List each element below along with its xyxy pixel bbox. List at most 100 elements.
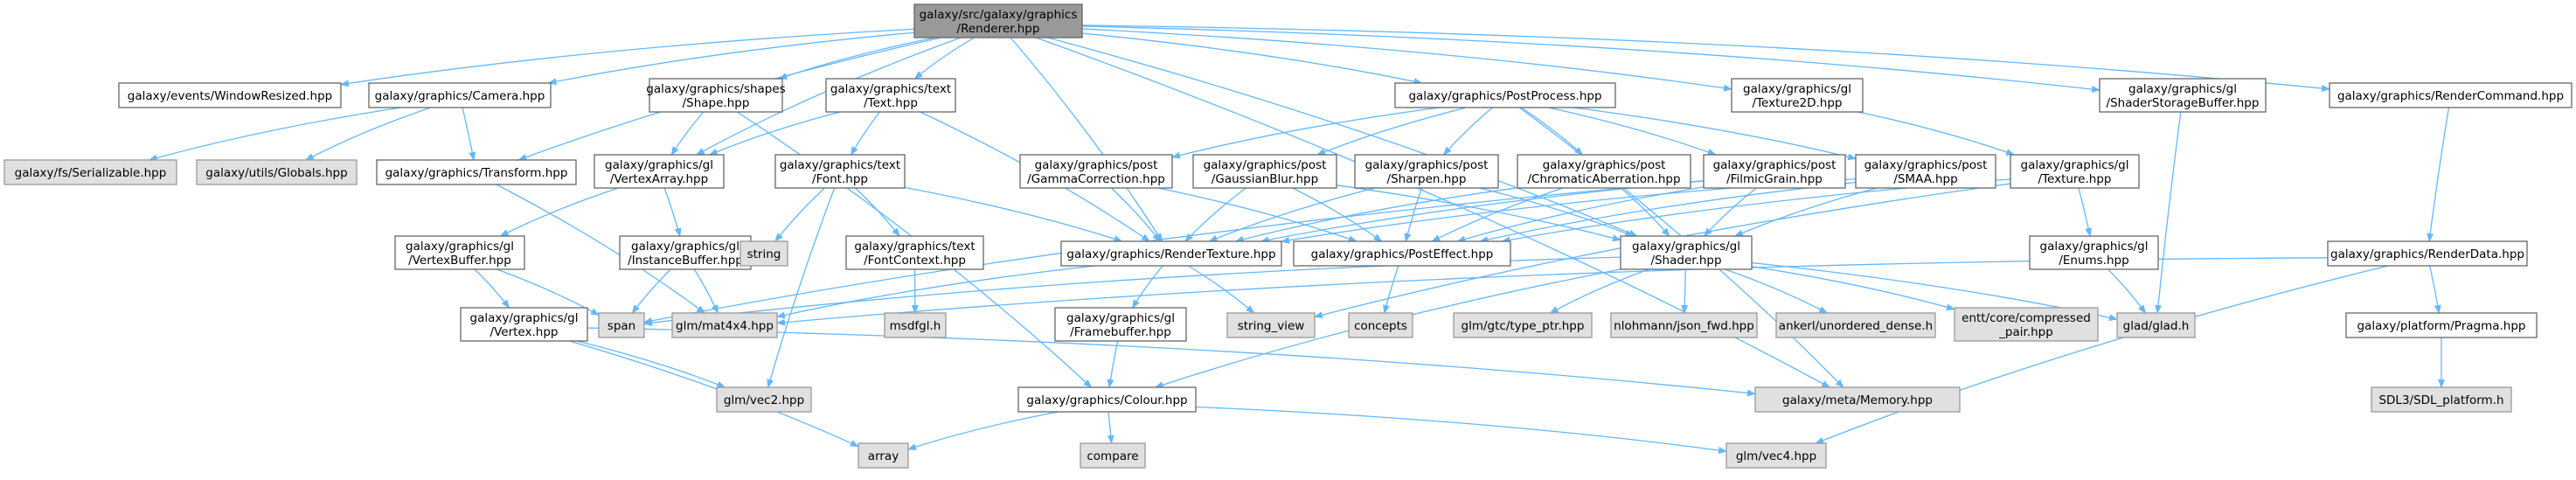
node-box bbox=[1019, 154, 1173, 189]
node-label: nlohmann/json_fwd.hpp bbox=[1614, 319, 1754, 333]
edge-chromatic-to-shader bbox=[1620, 187, 1670, 237]
node-shape[interactable]: galaxy/graphics/shapes/Shape.hpp bbox=[646, 78, 786, 113]
node-texture2d[interactable]: galaxy/graphics/gl/Texture2D.hpp bbox=[1731, 78, 1864, 113]
node-box bbox=[1775, 312, 1936, 338]
node-concepts[interactable]: concepts bbox=[1348, 312, 1413, 338]
node-span[interactable]: span bbox=[598, 312, 645, 338]
node-mat4x4[interactable]: glm/mat4x4.hpp bbox=[671, 312, 778, 338]
node-box bbox=[2029, 235, 2159, 270]
node-label: entt/core/compressed bbox=[1962, 311, 2091, 325]
node-renderer[interactable]: galaxy/src/galaxy/graphics/Renderer.hpp bbox=[913, 3, 1083, 38]
edge-text-to-font bbox=[851, 111, 880, 156]
node-renderdata[interactable]: galaxy/graphics/RenderData.hpp bbox=[2327, 240, 2528, 267]
node-label: galaxy/graphics/gl bbox=[631, 240, 739, 254]
node-vertex[interactable]: galaxy/graphics/gl/Vertex.hpp bbox=[460, 307, 588, 342]
node-box bbox=[376, 159, 577, 185]
edge-renderer-to-postprocess bbox=[1081, 32, 1423, 86]
node-box bbox=[671, 312, 778, 338]
node-label: /Texture.hpp bbox=[2038, 172, 2112, 186]
node-texture[interactable]: galaxy/graphics/gl/Texture.hpp bbox=[2010, 154, 2140, 189]
node-label: galaxy/graphics/gl bbox=[406, 240, 514, 254]
node-rendercommand[interactable]: galaxy/graphics/RenderCommand.hpp bbox=[2329, 82, 2573, 108]
node-label: glad/glad.h bbox=[2123, 319, 2190, 333]
node-box bbox=[774, 154, 906, 189]
edge-gaussianblur-to-shader bbox=[1336, 184, 1621, 242]
edge-rendercommand-to-renderdata bbox=[2427, 107, 2450, 242]
node-box bbox=[2327, 240, 2528, 267]
node-string[interactable]: string bbox=[739, 240, 788, 267]
node-label: galaxy/graphics/shapes bbox=[646, 82, 785, 96]
node-vec4[interactable]: glm/vec4.hpp bbox=[1725, 442, 1827, 469]
node-label: galaxy/graphics/post bbox=[1713, 158, 1837, 172]
node-sdlplatform[interactable]: SDL3/SDL_platform.h bbox=[2371, 386, 2512, 413]
node-box bbox=[196, 159, 358, 185]
edge-posteffect-to-concepts bbox=[1383, 265, 1399, 314]
node-smaa[interactable]: galaxy/graphics/post/SMAA.hpp bbox=[1855, 154, 1996, 189]
edge-framebuffer-to-colour bbox=[1107, 340, 1119, 388]
edge-renderer-to-rendercommand bbox=[1081, 24, 2330, 93]
node-memory[interactable]: galaxy/meta/Memory.hpp bbox=[1754, 386, 1961, 413]
node-sharpen[interactable]: galaxy/graphics/post/Sharpen.hpp bbox=[1354, 154, 1499, 189]
node-box bbox=[619, 235, 752, 270]
node-compare[interactable]: compare bbox=[1080, 442, 1146, 469]
node-box bbox=[368, 82, 552, 108]
node-label: galaxy/graphics/gl bbox=[470, 311, 579, 325]
node-array[interactable]: array bbox=[858, 442, 909, 469]
node-filmicgrain[interactable]: galaxy/graphics/post/FilmicGrain.hpp bbox=[1703, 154, 1846, 189]
node-posteffect[interactable]: galaxy/graphics/PostEffect.hpp bbox=[1293, 240, 1511, 267]
node-instancebuffer[interactable]: galaxy/graphics/gl/InstanceBuffer.hpp bbox=[619, 235, 752, 270]
node-fontcontext[interactable]: galaxy/graphics/text/FontContext.hpp bbox=[845, 235, 984, 270]
node-gaussianblur[interactable]: galaxy/graphics/post/GaussianBlur.hpp bbox=[1192, 154, 1337, 189]
node-serializable[interactable]: galaxy/fs/Serializable.hpp bbox=[3, 159, 177, 185]
node-label: galaxy/graphics/gl bbox=[1743, 82, 1851, 96]
node-shader[interactable]: galaxy/graphics/gl/Shader.hpp bbox=[1620, 235, 1753, 270]
node-windowresized[interactable]: galaxy/events/WindowResized.hpp bbox=[118, 82, 342, 108]
node-label: galaxy/graphics/Colour.hpp bbox=[1026, 393, 1187, 407]
node-label: compare bbox=[1087, 449, 1138, 463]
node-gammacorrection[interactable]: galaxy/graphics/post/GammaCorrection.hpp bbox=[1019, 154, 1173, 189]
node-vertexbuffer[interactable]: galaxy/graphics/gl/VertexBuffer.hpp bbox=[394, 235, 525, 270]
edge-postprocess-to-filmicgrain bbox=[1548, 107, 1717, 156]
node-jsonfwd[interactable]: nlohmann/json_fwd.hpp bbox=[1610, 312, 1758, 338]
node-label: /Shader.hpp bbox=[1650, 254, 1721, 268]
node-msdfgl[interactable]: msdfgl.h bbox=[884, 312, 947, 338]
node-label: glm/gtc/type_ptr.hpp bbox=[1462, 319, 1585, 333]
node-pragma[interactable]: galaxy/platform/Pragma.hpp bbox=[2345, 312, 2538, 338]
node-text[interactable]: galaxy/graphics/text/Text.hpp bbox=[825, 78, 956, 113]
node-colour[interactable]: galaxy/graphics/Colour.hpp bbox=[1017, 386, 1197, 413]
node-box bbox=[1453, 312, 1593, 338]
node-vec2[interactable]: glm/vec2.hpp bbox=[716, 386, 812, 413]
node-globals[interactable]: galaxy/utils/Globals.hpp bbox=[196, 159, 358, 185]
edge-renderer-to-vertexarray bbox=[695, 37, 962, 156]
node-label: galaxy/graphics/gl bbox=[2128, 82, 2237, 96]
node-glad[interactable]: glad/glad.h bbox=[2116, 312, 2196, 338]
node-stringview[interactable]: string_view bbox=[1226, 312, 1316, 338]
node-enums[interactable]: galaxy/graphics/gl/Enums.hpp bbox=[2029, 235, 2159, 270]
node-postprocess[interactable]: galaxy/graphics/PostProcess.hpp bbox=[1394, 82, 1616, 108]
node-box bbox=[1060, 240, 1282, 267]
edge-texture2d-to-texture bbox=[1857, 111, 2016, 156]
node-chromatic[interactable]: galaxy/graphics/post/ChromaticAberration… bbox=[1517, 154, 1691, 189]
node-box bbox=[1394, 82, 1616, 108]
node-camera[interactable]: galaxy/graphics/Camera.hpp bbox=[368, 82, 552, 108]
node-unordereddense[interactable]: ankerl/unordered_dense.h bbox=[1775, 312, 1936, 338]
node-label: /Shape.hpp bbox=[683, 96, 750, 110]
node-vertexarray[interactable]: galaxy/graphics/gl/VertexArray.hpp bbox=[594, 154, 725, 189]
node-label: /VertexArray.hpp bbox=[610, 172, 708, 186]
edge-camera-to-globals bbox=[304, 107, 431, 161]
edge-rendertexture-to-framebuffer bbox=[1132, 265, 1163, 309]
node-font[interactable]: galaxy/graphics/text/Font.hpp bbox=[774, 154, 906, 189]
node-transform[interactable]: galaxy/graphics/Transform.hpp bbox=[376, 159, 577, 185]
node-rendertexture[interactable]: galaxy/graphics/RenderTexture.hpp bbox=[1060, 240, 1282, 267]
edge-instancebuffer-to-span bbox=[631, 268, 671, 314]
node-compressedpair[interactable]: entt/core/compressed_pair.hpp bbox=[1954, 307, 2099, 342]
node-framebuffer[interactable]: galaxy/graphics/gl/Framebuffer.hpp bbox=[1054, 307, 1187, 342]
node-label: galaxy/graphics/gl bbox=[2021, 158, 2129, 172]
node-typeptr[interactable]: glm/gtc/type_ptr.hpp bbox=[1453, 312, 1593, 338]
edge-postprocess-to-sharpen bbox=[1443, 107, 1493, 156]
node-ssbo[interactable]: galaxy/graphics/gl/ShaderStorageBuffer.h… bbox=[2099, 78, 2267, 113]
edge-instancebuffer-to-mat4x4 bbox=[693, 268, 719, 314]
node-box bbox=[1855, 154, 1996, 189]
edge-renderdata-to-vec4 bbox=[1815, 265, 2389, 444]
